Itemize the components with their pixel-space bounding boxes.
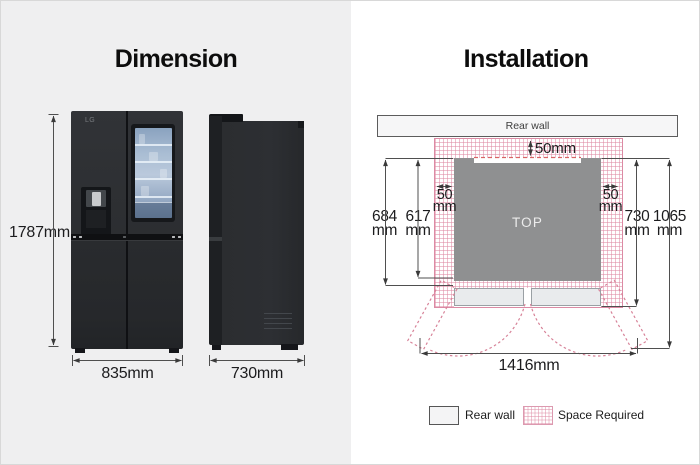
fridge-item xyxy=(138,134,145,144)
fridge-foot xyxy=(75,348,85,353)
fridge-rear-roller xyxy=(281,344,298,350)
right-clearance-label: 50 mm xyxy=(598,187,623,215)
open-width-dimension-label: 1416mm xyxy=(498,357,560,374)
top-view-left-door xyxy=(454,288,524,306)
hinge-detail xyxy=(123,235,127,239)
height-dimension-label: 1787mm xyxy=(9,224,71,241)
dimension-title: Dimension xyxy=(114,45,238,73)
fridge-side-view xyxy=(209,114,304,353)
front-door-seam xyxy=(126,111,128,234)
measurement-1065-label: 1065 mm xyxy=(652,208,687,239)
rear-wall-bar: Rear wall xyxy=(377,115,678,137)
shelf-line xyxy=(134,196,172,198)
hinge-detail xyxy=(177,235,181,239)
rear-clearance-label: 50mm xyxy=(535,140,576,157)
legend-rear-wall-swatch xyxy=(429,406,459,425)
side-cabinet-body xyxy=(222,121,304,345)
legend-space-required-swatch xyxy=(522,406,553,425)
side-door-split xyxy=(209,237,222,241)
front-mid-seam xyxy=(71,234,183,240)
hinge-detail xyxy=(79,235,83,239)
vent-line xyxy=(264,318,292,320)
depth-dimension-label: 730mm xyxy=(230,365,284,382)
shelf-line xyxy=(134,161,172,163)
dispenser-paddle xyxy=(91,192,101,206)
left-clearance-label: 50 mm xyxy=(432,187,457,215)
installation-title: Installation xyxy=(463,45,589,73)
hinge-detail xyxy=(73,235,77,239)
top-view-right-door xyxy=(530,288,601,306)
fridge-top-view xyxy=(454,158,601,281)
legend-rear-wall-label: Rear wall xyxy=(465,408,516,422)
fridge-foot xyxy=(169,348,179,353)
fridge-front-view: LG xyxy=(71,111,183,353)
side-door-edge xyxy=(209,116,222,345)
side-top-cap xyxy=(209,114,243,122)
vent-line xyxy=(264,328,292,330)
vent-line xyxy=(264,313,292,315)
fridge-lower-doors xyxy=(71,240,183,349)
brand-logo: LG xyxy=(85,117,96,124)
fridge-item xyxy=(159,169,167,178)
instaview-glass xyxy=(134,128,172,218)
fridge-item xyxy=(140,186,149,196)
measurement-617-label: 617 mm xyxy=(405,208,431,239)
hinge-detail xyxy=(172,235,176,239)
side-hinge-cover xyxy=(298,121,304,128)
rear-recess-strip xyxy=(474,158,581,163)
fridge-item xyxy=(148,152,158,161)
water-dispenser xyxy=(81,187,111,235)
top-view-label: TOP xyxy=(511,215,544,230)
rear-wall-bar-label: Rear wall xyxy=(505,120,550,132)
legend-space-required-label: Space Required xyxy=(558,408,645,422)
fridge-foot xyxy=(212,345,221,350)
glass-drawer-zone xyxy=(134,202,172,218)
shelf-line xyxy=(134,178,172,180)
vent-line xyxy=(264,323,292,325)
shelf-line xyxy=(134,144,172,146)
width-dimension-label: 835mm xyxy=(101,365,154,382)
lower-door-seam xyxy=(126,241,128,349)
dispenser-recess xyxy=(86,210,106,228)
